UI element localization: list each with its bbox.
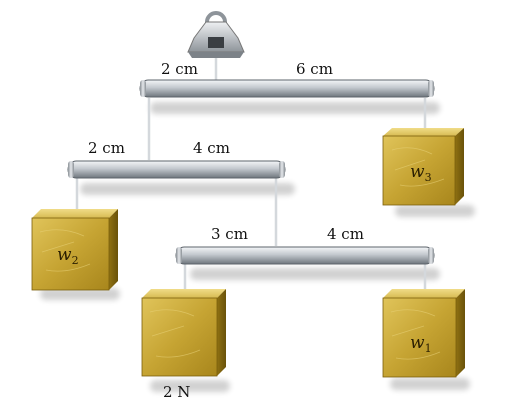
top-rod-right-length: 6 cm	[296, 60, 333, 78]
middle-rod	[67, 160, 286, 179]
weight-block-w1: w1	[382, 289, 465, 378]
bottom-rod	[175, 246, 435, 265]
w2-label: w2	[57, 245, 79, 267]
weight-block-w3: w3	[382, 128, 464, 206]
middle-rod-right-length: 4 cm	[193, 139, 230, 157]
w3-label: w3	[410, 162, 432, 184]
w1-label: w1	[410, 333, 432, 355]
weight-block-w2: w2	[31, 209, 118, 291]
bottom-rod-right-length: 4 cm	[327, 225, 364, 243]
known-weight-label: 2 N	[163, 383, 190, 401]
bottom-rod-left-length: 3 cm	[211, 225, 248, 243]
middle-rod-left-length: 2 cm	[88, 139, 125, 157]
ceiling-hanger	[187, 11, 245, 58]
shadows	[40, 102, 475, 392]
top-rod-left-length: 2 cm	[161, 60, 198, 78]
top-rod	[139, 79, 435, 98]
weight-block-2n	[141, 289, 226, 377]
